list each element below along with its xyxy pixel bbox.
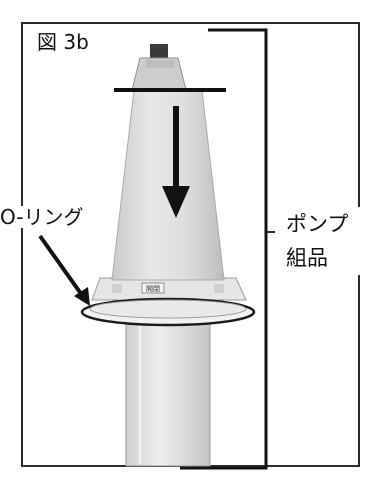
pump-body xyxy=(111,89,225,281)
o-ring-label: O-リング xyxy=(0,205,86,229)
pump-assembly-label-line1: ポンプ xyxy=(286,212,349,236)
pump-collar: 開閉 xyxy=(91,277,247,301)
pump-tube xyxy=(125,315,211,467)
pump-assembly-label: ポンプ 組品 xyxy=(286,207,374,275)
pump-cap xyxy=(131,44,187,91)
figure-label: 図 3b xyxy=(37,30,89,54)
cap-label: 開閉 xyxy=(146,285,160,293)
o-ring-pointer-arrow xyxy=(38,234,90,306)
pump-assembly-label-line2: 組品 xyxy=(286,246,328,270)
down-arrow-icon xyxy=(162,106,190,218)
assembly-bracket xyxy=(180,28,268,470)
